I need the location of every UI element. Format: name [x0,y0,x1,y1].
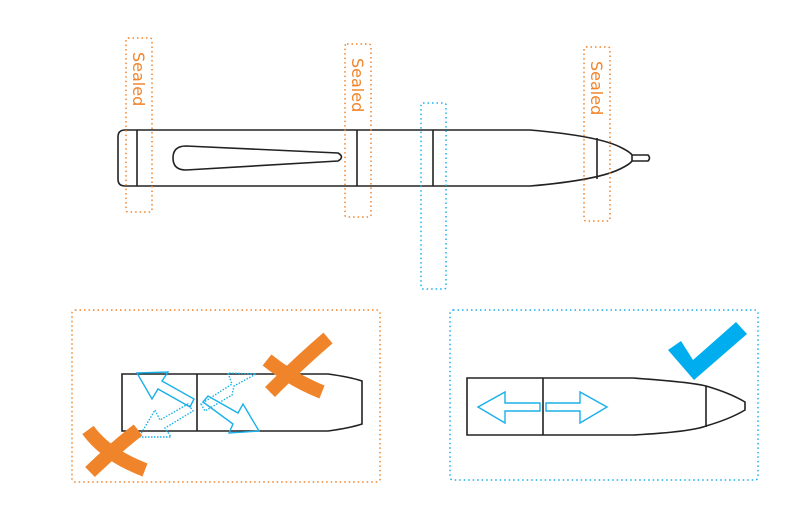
straight-pull-arrows [476,390,609,425]
sealed-zone-3 [583,46,611,222]
incorrect-pen [121,373,363,432]
twist-arrow-left-ghost [137,403,195,438]
twist-arrow-left [135,371,195,408]
sealed-label-1: Sealed [129,52,148,106]
pen-clip [172,145,343,171]
sealed-zone-1 [125,37,153,213]
pen-body-outline [117,129,633,187]
pull-arrow-right [545,390,609,425]
twist-arrow-right [201,395,261,434]
sealed-label-3: Sealed [587,61,606,115]
x-mark-icon-2 [82,424,148,478]
incorrect-arrows [135,371,261,438]
pull-arrow-left [476,390,541,425]
check-mark-icon [668,322,747,380]
correct-panel-frame [449,309,759,481]
correct-pen [466,377,746,436]
pen-tip [632,154,651,162]
x-mark-icon [262,332,333,399]
open-zone [420,102,447,290]
sealed-label-2: Sealed [348,58,367,112]
sealed-zones [125,37,611,222]
twist-arrow-right-ghost [200,372,259,412]
top-pen [117,129,651,187]
sealed-zone-2 [344,43,372,218]
